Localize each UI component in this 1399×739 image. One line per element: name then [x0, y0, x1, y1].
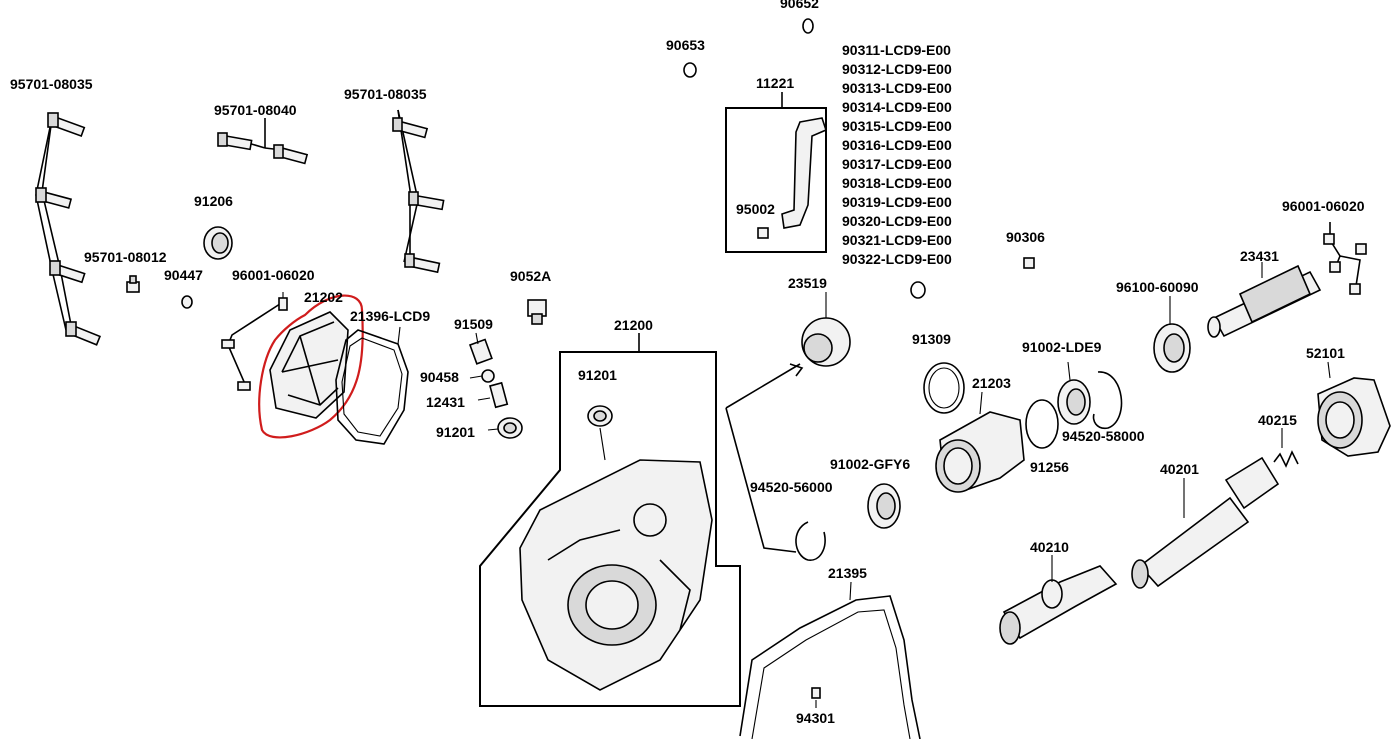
label-91206: 91206 — [194, 193, 233, 209]
label-95002: 95002 — [736, 201, 775, 217]
bearing-96100-60090 — [1153, 296, 1191, 373]
lcd9-item: 90321-LCD9-E00 — [842, 232, 952, 248]
label-91002-lde9: 91002-LDE9 — [1022, 339, 1102, 355]
label-96001-06020-left: 96001-06020 — [232, 267, 315, 283]
highlight-outline — [258, 294, 364, 439]
label-23431: 23431 — [1240, 248, 1279, 264]
lcd9-item: 90317-LCD9-E00 — [842, 156, 952, 172]
label-90447: 90447 — [164, 267, 203, 283]
component-52101 — [1317, 361, 1391, 457]
oring-91309 — [923, 362, 965, 414]
label-95701-08035-right: 95701-08035 — [344, 86, 427, 102]
label-90653: 90653 — [666, 37, 705, 53]
label-11221: 11221 — [756, 75, 794, 91]
label-40201: 40201 — [1160, 461, 1199, 477]
ujoint-40210 — [999, 555, 1118, 645]
bolt-set-95701-08040 — [217, 118, 309, 165]
label-94520-56000: 94520-56000 — [750, 479, 833, 495]
lcd9-item: 90320-LCD9-E00 — [842, 213, 952, 229]
bolt-set-96001-06020-left — [221, 292, 288, 391]
lcd9-item: 90312-LCD9-E00 — [842, 61, 952, 77]
label-23519: 23519 — [788, 275, 827, 291]
pin-94301 — [811, 687, 821, 708]
label-52101: 52101 — [1306, 345, 1345, 361]
bolt-set-96001-06020-right — [1323, 222, 1367, 295]
label-94301: 94301 — [796, 710, 835, 726]
ring-lcd9-series — [910, 281, 926, 299]
label-91201-box: 91201 — [578, 367, 617, 383]
label-40210: 40210 — [1030, 539, 1069, 555]
nut-90306 — [1023, 257, 1035, 269]
label-90306: 90306 — [1006, 229, 1045, 245]
lcd9-item: 90318-LCD9-E00 — [842, 175, 952, 191]
label-96100-60090: 96100-60090 — [1116, 279, 1199, 295]
clip-90652 — [802, 18, 814, 34]
lcd9-part-list: 90311-LCD9-E00 90312-LCD9-E00 90313-LCD9… — [842, 42, 952, 267]
housing-21203 — [935, 391, 1025, 493]
label-12431: 12431 — [426, 394, 465, 410]
lcd9-item: 90313-LCD9-E00 — [842, 80, 952, 96]
gear-23519 — [725, 292, 851, 553]
label-95701-08040: 95701-08040 — [214, 102, 297, 118]
label-90652: 90652 — [780, 0, 819, 11]
label-21200: 21200 — [614, 317, 653, 333]
part-labels: 95701-08035 95701-08040 95701-08035 9120… — [10, 0, 1365, 726]
lcd9-item: 90316-LCD9-E00 — [842, 137, 952, 153]
label-21202: 21202 — [304, 289, 343, 305]
label-90458: 90458 — [420, 369, 459, 385]
circlip-94520-58000 — [1092, 371, 1123, 430]
lcd9-item: 90311-LCD9-E00 — [842, 42, 951, 58]
label-21203: 21203 — [972, 375, 1011, 391]
label-91256: 91256 — [1030, 459, 1069, 475]
lcd9-item: 90322-LCD9-E00 — [842, 251, 952, 267]
cover-21202 — [258, 294, 364, 439]
label-91309: 91309 — [912, 331, 951, 347]
label-21395: 21395 — [828, 565, 867, 581]
label-96001-06020-right: 96001-06020 — [1282, 198, 1365, 214]
parts-91509-group — [468, 332, 523, 439]
bolt-set-95701-08035-right — [392, 109, 445, 274]
shaft-40201 — [1131, 456, 1280, 589]
bolt-95701-08012 — [126, 275, 140, 293]
crankcase-21200 — [479, 333, 741, 707]
shaft-23431 — [1207, 262, 1322, 338]
bolt-set-95701-08035-left — [35, 112, 102, 346]
label-91201-left: 91201 — [436, 424, 475, 440]
label-21396-lcd9: 21396-LCD9 — [350, 308, 430, 324]
label-95701-08012: 95701-08012 — [84, 249, 167, 265]
hose-11221 — [725, 92, 827, 253]
bearing-91002-LDE9 — [1057, 361, 1091, 425]
gasket-21395 — [739, 581, 921, 739]
circlip-94520-56000 — [795, 521, 826, 561]
lcd9-item: 90319-LCD9-E00 — [842, 194, 952, 210]
label-91002-gfy6: 91002-GFY6 — [830, 456, 910, 472]
label-91509: 91509 — [454, 316, 493, 332]
lcd9-item: 90315-LCD9-E00 — [842, 118, 952, 134]
lcd9-item: 90314-LCD9-E00 — [842, 99, 952, 115]
label-9052A: 9052A — [510, 268, 551, 284]
plug-9052A — [527, 299, 547, 325]
spring-40215 — [1273, 428, 1299, 468]
clip-90653 — [683, 62, 697, 78]
label-95701-08035-left: 95701-08035 — [10, 76, 93, 92]
label-94520-58000: 94520-58000 — [1062, 428, 1145, 444]
oring-91256 — [1025, 399, 1059, 449]
label-40215: 40215 — [1258, 412, 1297, 428]
gasket-21396 — [335, 326, 409, 445]
washer-90447 — [181, 295, 193, 309]
oil-seal-91206 — [203, 226, 233, 260]
bearing-91002-GFY6 — [867, 483, 901, 529]
